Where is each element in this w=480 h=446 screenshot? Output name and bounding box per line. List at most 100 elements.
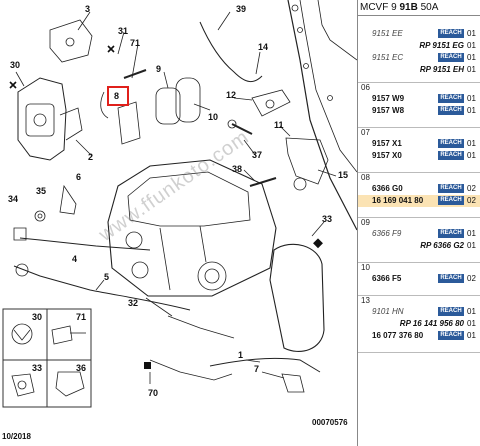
part-quantity: 01: [467, 41, 476, 50]
callout-32: 32: [128, 298, 139, 308]
reach-badge: REACH: [438, 196, 464, 205]
part-quantity: 02: [467, 184, 476, 193]
group-number: 10: [361, 263, 370, 272]
callout-31: 31: [118, 26, 129, 36]
callout-3: 3: [85, 4, 91, 14]
part-number: RP 6366 G2: [420, 241, 464, 250]
part-number: RP 16 141 956 80: [399, 319, 464, 328]
part-quantity: 02: [467, 274, 476, 283]
part-number: 9151 EC: [372, 53, 404, 62]
group-number: 13: [361, 296, 370, 305]
part-quantity: 01: [467, 139, 476, 148]
model-bold: 91B: [399, 2, 418, 13]
model-prefix: MCVF 9: [360, 2, 397, 13]
part-quantity: 01: [467, 229, 476, 238]
part-quantity: 01: [467, 29, 476, 38]
part-number: 9101 HN: [372, 307, 404, 316]
part-number: 9151 EE: [372, 29, 403, 38]
callout-33: 33: [322, 214, 333, 224]
callout-38: 38: [232, 164, 243, 174]
footer-ref: 00070576: [312, 418, 348, 427]
part-number: 16 077 376 80: [372, 331, 424, 340]
part-quantity: 01: [467, 241, 476, 250]
part-quantity: 01: [467, 106, 476, 115]
part-number: RP 9151 EH: [419, 65, 464, 74]
reach-badge: REACH: [438, 139, 464, 148]
part-quantity: 01: [467, 319, 476, 328]
table-callout-71: 71: [76, 312, 87, 322]
part-quantity: 01: [467, 307, 476, 316]
reach-badge: REACH: [438, 331, 464, 340]
table-callout-30: 30: [32, 312, 43, 322]
exploded-parts-diagram: www.ffunkoto.com 3 39 31 71 14 30 8 9 10…: [2, 0, 357, 441]
reach-badge: REACH: [438, 274, 464, 283]
part-quantity: 01: [467, 94, 476, 103]
group-number: 09: [361, 218, 370, 227]
callout-37: 37: [252, 150, 263, 160]
part-number: 6366 F5: [372, 274, 402, 283]
callout-6: 6: [76, 172, 82, 182]
reach-badge: REACH: [438, 184, 464, 193]
reach-badge: REACH: [438, 106, 464, 115]
group-number: 06: [361, 83, 370, 92]
callout-10: 10: [208, 112, 219, 122]
highlight-box: [107, 86, 129, 106]
reach-badge: REACH: [438, 29, 464, 38]
reach-badge: REACH: [438, 307, 464, 316]
part-number: 16 169 041 80: [372, 196, 424, 205]
part-quantity: 01: [467, 151, 476, 160]
callout-70: 70: [148, 388, 159, 398]
callout-11: 11: [274, 120, 284, 130]
callout-9: 9: [156, 64, 162, 74]
callout-12: 12: [226, 90, 237, 100]
group-number: 08: [361, 173, 370, 182]
reach-badge: REACH: [438, 94, 464, 103]
part-number: RP 9151 EG: [419, 41, 464, 50]
callout-8[interactable]: 8: [114, 91, 120, 101]
diagram-drawing: [2, 0, 357, 408]
part-number: 9157 X0: [372, 151, 402, 160]
callout-2: 2: [88, 152, 94, 162]
table-callout-36: 36: [76, 363, 87, 373]
reach-badge: REACH: [438, 151, 464, 160]
callout-1: 1: [238, 350, 244, 360]
callout-30: 30: [10, 60, 21, 70]
part-number: 6366 F9: [372, 229, 402, 238]
reach-badge: REACH: [438, 53, 464, 62]
reach-badge: REACH: [438, 229, 464, 238]
callout-39: 39: [236, 4, 247, 14]
model-suffix: 50A: [420, 2, 439, 13]
group-number: 07: [361, 128, 370, 137]
part-quantity: 01: [467, 65, 476, 74]
group-number: [358, 16, 480, 28]
callout-4: 4: [72, 254, 78, 264]
part-number: 9157 X1: [372, 139, 402, 148]
footer-date: 10/2018: [2, 432, 31, 441]
callout-7: 7: [254, 364, 260, 374]
model-header: MCVF 9 91B 50A: [358, 0, 480, 16]
